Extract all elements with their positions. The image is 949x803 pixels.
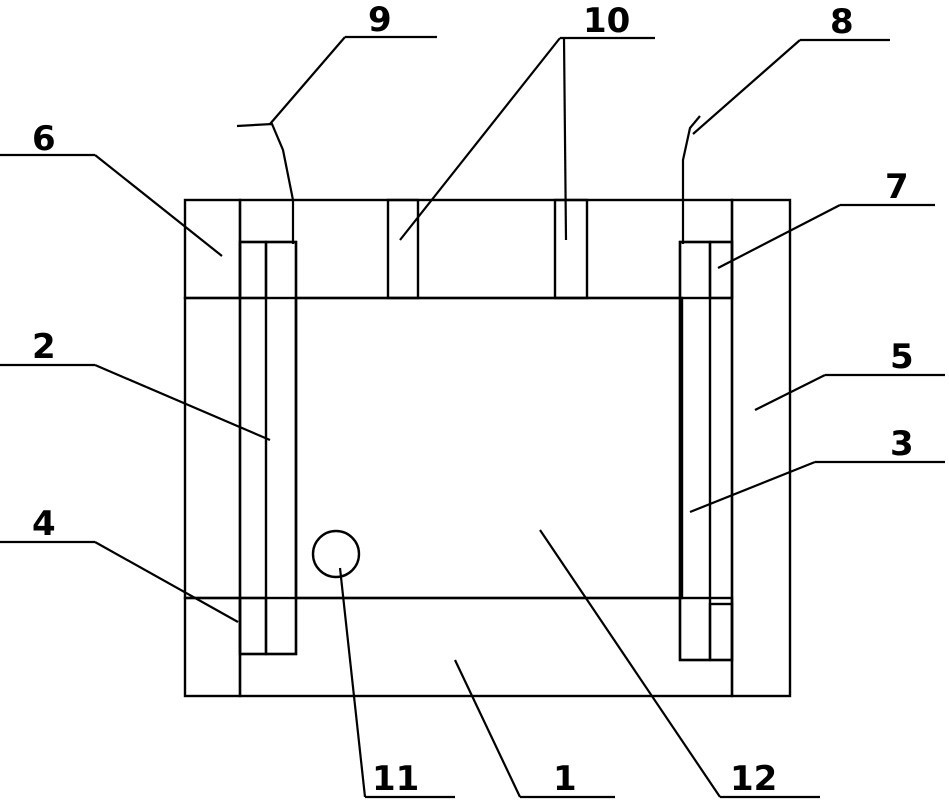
inlet-circle [311,529,361,579]
bottom-plate [238,596,734,698]
label-1: 1 [553,759,577,799]
wire-left [236,122,295,244]
label-5: 5 [890,337,914,377]
port-left [386,198,420,300]
port-right [553,198,589,300]
label-8: 8 [830,2,854,42]
right-electrode [678,240,734,662]
label-7: 7 [885,167,909,207]
top-plate [238,198,734,300]
chamber [294,296,684,600]
outer-wall-right [730,198,792,698]
label-11: 11 [372,759,419,799]
label-12: 12 [730,759,777,799]
label-9: 9 [368,0,392,40]
leader-lines [0,35,945,799]
label-3: 3 [890,424,914,464]
label-2: 2 [32,327,56,367]
wire-right [681,115,701,244]
left-electrode [238,240,298,656]
label-10: 10 [583,1,630,41]
label-6: 6 [32,119,56,159]
outer-wall-left [183,198,242,698]
label-4: 4 [32,504,56,544]
